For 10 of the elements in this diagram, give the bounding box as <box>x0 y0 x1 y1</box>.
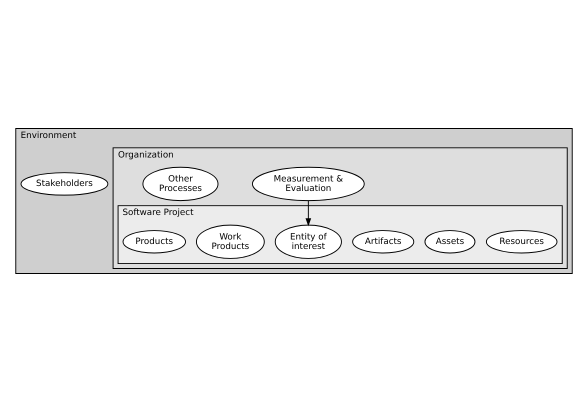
node-ellipse: Entity of interest <box>274 224 342 258</box>
arrow <box>306 200 312 226</box>
node-ellipse: Other Processes <box>142 166 218 201</box>
node-ellipse: Products <box>122 230 186 253</box>
node-ellipse: Measurement & Evaluation <box>252 166 365 201</box>
node-ellipse: Stakeholders <box>20 172 108 196</box>
node-ellipse: Artifacts <box>352 230 414 253</box>
node-ellipse: Resources <box>486 230 558 253</box>
node-ellipse: Work Products <box>196 224 265 258</box>
node-ellipse: Assets <box>424 230 476 253</box>
